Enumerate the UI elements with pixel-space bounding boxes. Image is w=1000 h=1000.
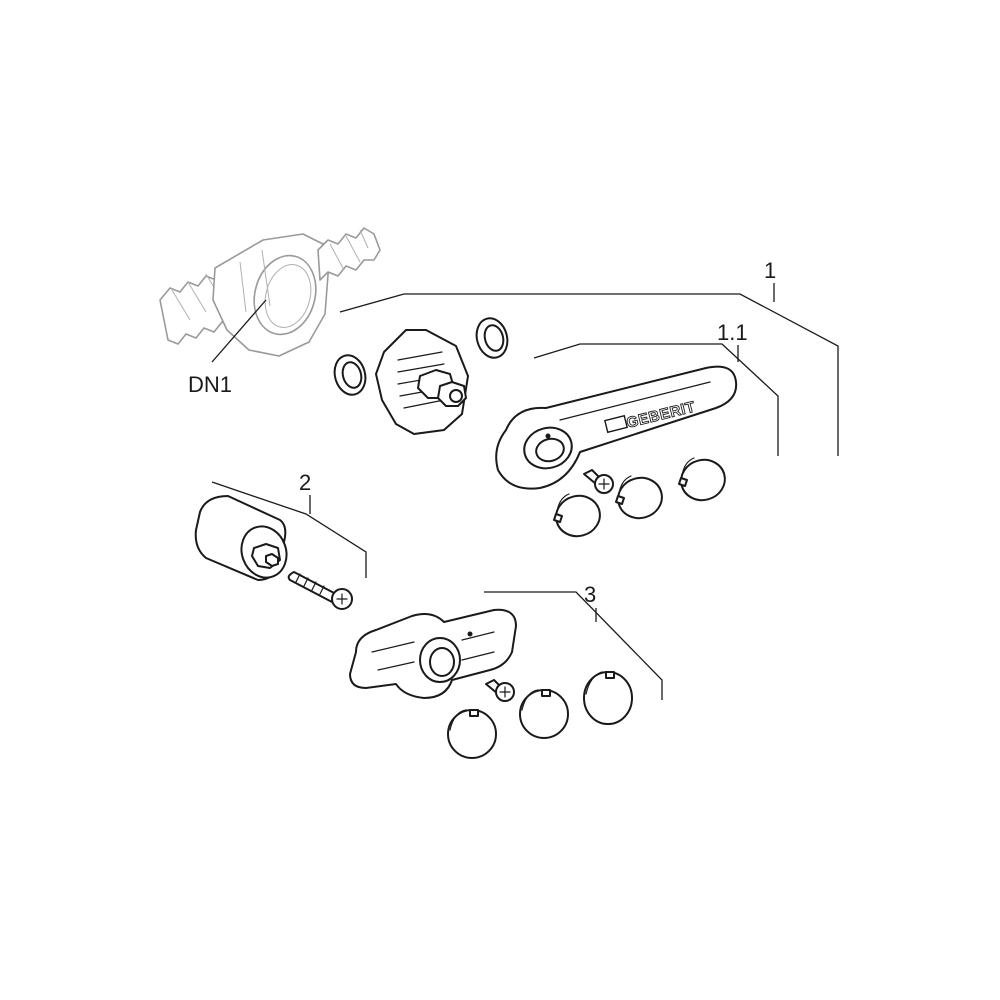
screw-small-part-3	[485, 679, 515, 702]
extension-cylinder	[194, 495, 288, 581]
bracket-part-2	[211, 481, 367, 578]
valve-cartridge	[375, 329, 469, 435]
cap-3-b	[519, 689, 569, 739]
seal-ring-left	[333, 354, 367, 396]
bracket-part-3	[484, 591, 663, 700]
seal-ring-right	[475, 317, 509, 359]
cap-1-1-a	[553, 493, 601, 538]
cap-1-1-c	[678, 457, 726, 502]
dn1-leader-line	[211, 299, 267, 363]
label-part-3: 3	[584, 582, 596, 607]
label-part-2: 2	[299, 470, 311, 495]
dn1-fitting	[159, 227, 381, 357]
bracket-part-1	[339, 293, 839, 456]
label-part-1: 1	[764, 258, 776, 283]
screw-long	[287, 571, 353, 610]
tee-handle	[349, 608, 517, 699]
cap-1-1-b	[615, 475, 663, 520]
screw-small-part-1-1	[583, 469, 614, 494]
dn1-label: DN1	[188, 372, 232, 397]
cap-3-c	[583, 671, 633, 725]
bracket-part-1-1	[533, 343, 779, 456]
label-part-1-1: 1.1	[717, 320, 748, 345]
cap-3-a	[447, 709, 497, 759]
